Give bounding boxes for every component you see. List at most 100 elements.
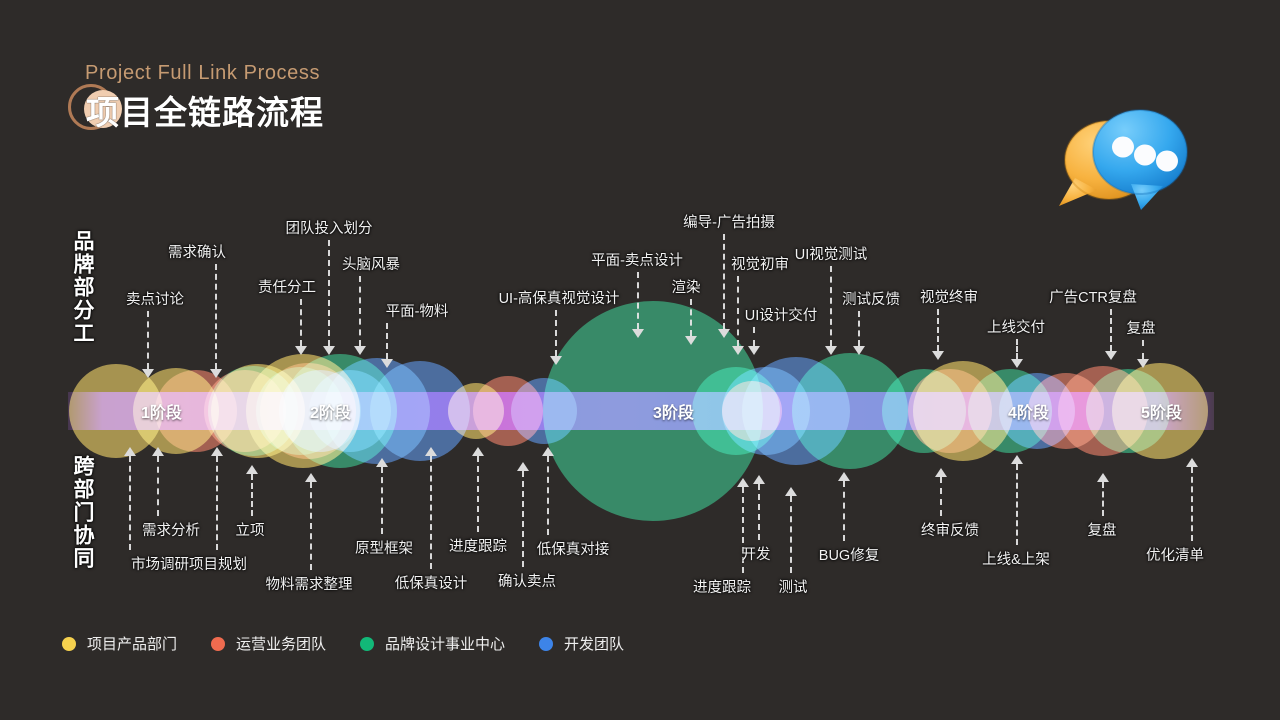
callout-label: UI设计交付 — [744, 308, 818, 324]
callout-arrow — [211, 447, 223, 456]
callout-arrow — [152, 447, 164, 456]
callout-arrow — [517, 462, 529, 471]
callout-leader-line — [251, 474, 253, 516]
callout-label: 进度跟踪 — [449, 539, 507, 555]
callout-leader-line — [430, 456, 432, 569]
callout-leader-line — [742, 487, 744, 573]
callout-arrow — [550, 356, 562, 365]
callout-leader-line — [386, 323, 388, 359]
callout-arrow — [1186, 458, 1198, 467]
callout-arrow — [425, 447, 437, 456]
header-dot-decoration — [84, 90, 122, 128]
callout-label: 优化清单 — [1146, 548, 1204, 564]
callout-leader-line — [215, 264, 217, 369]
legend-color-swatch — [539, 636, 554, 651]
callout-arrow — [295, 346, 307, 355]
callout-leader-line — [737, 276, 739, 346]
callout-leader-line — [310, 482, 312, 570]
callout-leader-line — [359, 276, 361, 346]
callout-label: 平面-物料 — [385, 304, 449, 320]
callout-leader-line — [157, 456, 159, 516]
legend-item-3[interactable]: 开发团队 — [539, 633, 624, 654]
callout-arrow — [1097, 473, 1109, 482]
callout-leader-line — [637, 272, 639, 329]
callout-leader-line — [300, 299, 302, 346]
stage-label-5: 5阶段 — [1141, 405, 1182, 422]
callout-label: 广告CTR复盘 — [1049, 290, 1137, 306]
callout-leader-line — [1016, 339, 1018, 359]
stage-label-2: 2阶段 — [310, 405, 351, 422]
callout-label: 复盘 — [1126, 321, 1156, 337]
callout-label: UI视觉测试 — [794, 247, 868, 263]
callout-leader-line — [522, 471, 524, 567]
page-title: 项目全链路流程 — [86, 94, 324, 131]
callout-leader-line — [1016, 464, 1018, 545]
callout-arrow — [732, 346, 744, 355]
stage-bar-fill — [68, 392, 1214, 430]
callout-arrow — [785, 487, 797, 496]
callout-label: 上线交付 — [987, 320, 1045, 336]
callout-leader-line — [753, 327, 755, 346]
callout-arrow — [753, 475, 765, 484]
callout-label: 需求分析 — [142, 523, 200, 539]
callout-arrow — [246, 465, 258, 474]
legend-item-1[interactable]: 运营业务团队 — [211, 633, 326, 654]
callout-leader-line — [129, 456, 131, 550]
stage-label-3: 3阶段 — [653, 405, 694, 422]
callout-leader-line — [477, 456, 479, 532]
callout-label: 团队投入划分 — [285, 221, 373, 237]
legend-color-swatch — [62, 636, 76, 651]
callout-label: 市场调研 — [131, 557, 189, 573]
callout-label: 复盘 — [1087, 523, 1117, 539]
callout-leader-line — [1110, 309, 1112, 351]
callout-label: 编导-广告拍摄 — [683, 215, 775, 231]
callout-leader-line — [940, 477, 942, 516]
callout-label: 渲染 — [671, 280, 701, 296]
axis-label-bottom: 跨部门协同 — [71, 455, 94, 570]
callout-label: 低保真设计 — [394, 576, 468, 592]
callout-label: 头脑风暴 — [342, 257, 400, 273]
callout-label: 物料需求整理 — [265, 577, 353, 593]
callout-arrow — [632, 329, 644, 338]
callout-arrow — [124, 447, 136, 456]
legend-label: 项目产品部门 — [87, 636, 178, 653]
chat-bubble-3d-icon — [1035, 98, 1205, 218]
callout-label: 立项 — [235, 523, 265, 539]
callout-label: 原型框架 — [355, 541, 413, 557]
stage-bar: 1阶段 2阶段 3阶段 4阶段 5阶段 — [68, 392, 1214, 430]
callout-arrow — [1011, 455, 1023, 464]
callout-leader-line — [555, 310, 557, 356]
callout-leader-line — [328, 240, 330, 346]
callout-label: 需求确认 — [168, 245, 226, 261]
callout-arrow — [1105, 351, 1117, 360]
legend-item-0[interactable]: 项目产品部门 — [62, 633, 177, 654]
callout-leader-line — [858, 311, 860, 346]
callout-leader-line — [937, 309, 939, 351]
legend-item-2[interactable]: 品牌设计事业中心 — [360, 633, 505, 654]
callout-leader-line — [830, 266, 832, 346]
stage-label-1: 1阶段 — [141, 405, 182, 422]
callout-arrow — [472, 447, 484, 456]
callout-leader-line — [216, 456, 218, 550]
callout-leader-line — [723, 234, 725, 329]
callout-leader-line — [690, 299, 692, 336]
callout-arrow — [305, 473, 317, 482]
legend-label: 品牌设计事业中心 — [385, 636, 506, 653]
callout-arrow — [853, 346, 865, 355]
callout-arrow — [1011, 359, 1023, 368]
callout-leader-line — [1191, 467, 1193, 541]
callout-label: 开发 — [741, 547, 771, 563]
callout-arrow — [825, 346, 837, 355]
legend-label: 运营业务团队 — [236, 636, 327, 653]
stage-label-4: 4阶段 — [1008, 405, 1049, 422]
callout-label: 项目规划 — [189, 557, 247, 573]
callout-label: UI-高保真视觉设计 — [498, 291, 620, 307]
callout-label: 测试反馈 — [842, 292, 900, 308]
callout-leader-line — [547, 456, 549, 535]
callout-label: 卖点讨论 — [126, 292, 184, 308]
callout-label: 测试 — [778, 580, 808, 596]
callout-arrow — [142, 369, 154, 378]
callout-arrow — [323, 346, 335, 355]
callout-arrow — [210, 369, 222, 378]
